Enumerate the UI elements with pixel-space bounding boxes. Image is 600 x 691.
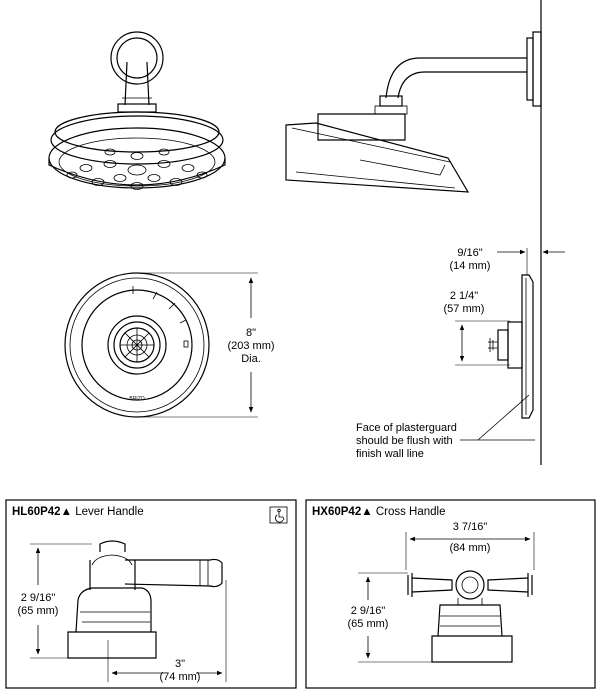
diameter-inch: 8"	[246, 327, 256, 339]
note-line-1: Face of plasterguard	[356, 422, 457, 434]
depth-2-1-4-dimension: 2 1/4" (57 mm)	[444, 290, 510, 366]
lever-handle-panel: HL60P42▲ Lever Handle 2 9/16" (65 mm) 3"…	[5, 499, 297, 689]
lever-name: Lever Handle	[75, 506, 143, 518]
diameter-dia: Dia.	[241, 353, 261, 365]
depth-2-1-4-inch: 2 1/4"	[450, 290, 478, 302]
width-9-16-inch: 9/16"	[457, 247, 482, 259]
cross-code: HX60P42	[312, 506, 361, 518]
svg-text:HX60P42▲ Cross Handle: HX60P42▲ Cross Handle	[312, 506, 446, 518]
brand-label: BRIZO	[129, 396, 144, 402]
plasterguard-note: Face of plasterguard should be flush wit…	[356, 422, 535, 460]
cross-width-inch: 3 7/16"	[453, 521, 488, 533]
lever-length-inch: 3"	[175, 658, 185, 670]
lever-height-mm: (65 mm)	[18, 605, 59, 617]
diameter-mm: (203 mm)	[227, 340, 274, 352]
lever-code: HL60P42	[12, 506, 61, 518]
cross-name: Cross Handle	[376, 506, 446, 518]
accessibility-icon	[269, 506, 288, 524]
lever-length-mm: (74 mm)	[160, 671, 201, 683]
valve-trim-front-view: BRIZO	[64, 272, 210, 418]
cross-height-inch: 2 9/16"	[351, 605, 386, 617]
valve-side-view	[477, 0, 542, 465]
cross-width-mm: (84 mm)	[450, 542, 491, 554]
lever-height-inch: 2 9/16"	[21, 592, 56, 604]
svg-text:HL60P42▲ Lever Handle: HL60P42▲ Lever Handle	[12, 506, 144, 518]
width-9-16-mm: (14 mm)	[450, 260, 491, 272]
width-9-16-dimension: 9/16" (14 mm)	[450, 247, 565, 275]
cross-marker: ▲	[361, 506, 372, 518]
diameter-dimension: 8" (203 mm) Dia.	[137, 272, 275, 418]
lever-marker: ▲	[61, 506, 72, 518]
cross-height-mm: (65 mm)	[348, 618, 389, 630]
depth-2-1-4-mm: (57 mm)	[444, 303, 485, 315]
note-line-3: finish wall line	[356, 448, 424, 460]
cross-handle-panel: HX60P42▲ Cross Handle 3 7/16" (84 mm) 2 …	[305, 499, 596, 689]
note-line-2: should be flush with	[356, 435, 453, 447]
showerhead-front-view	[48, 31, 226, 190]
showerhead-side-view	[285, 31, 542, 193]
